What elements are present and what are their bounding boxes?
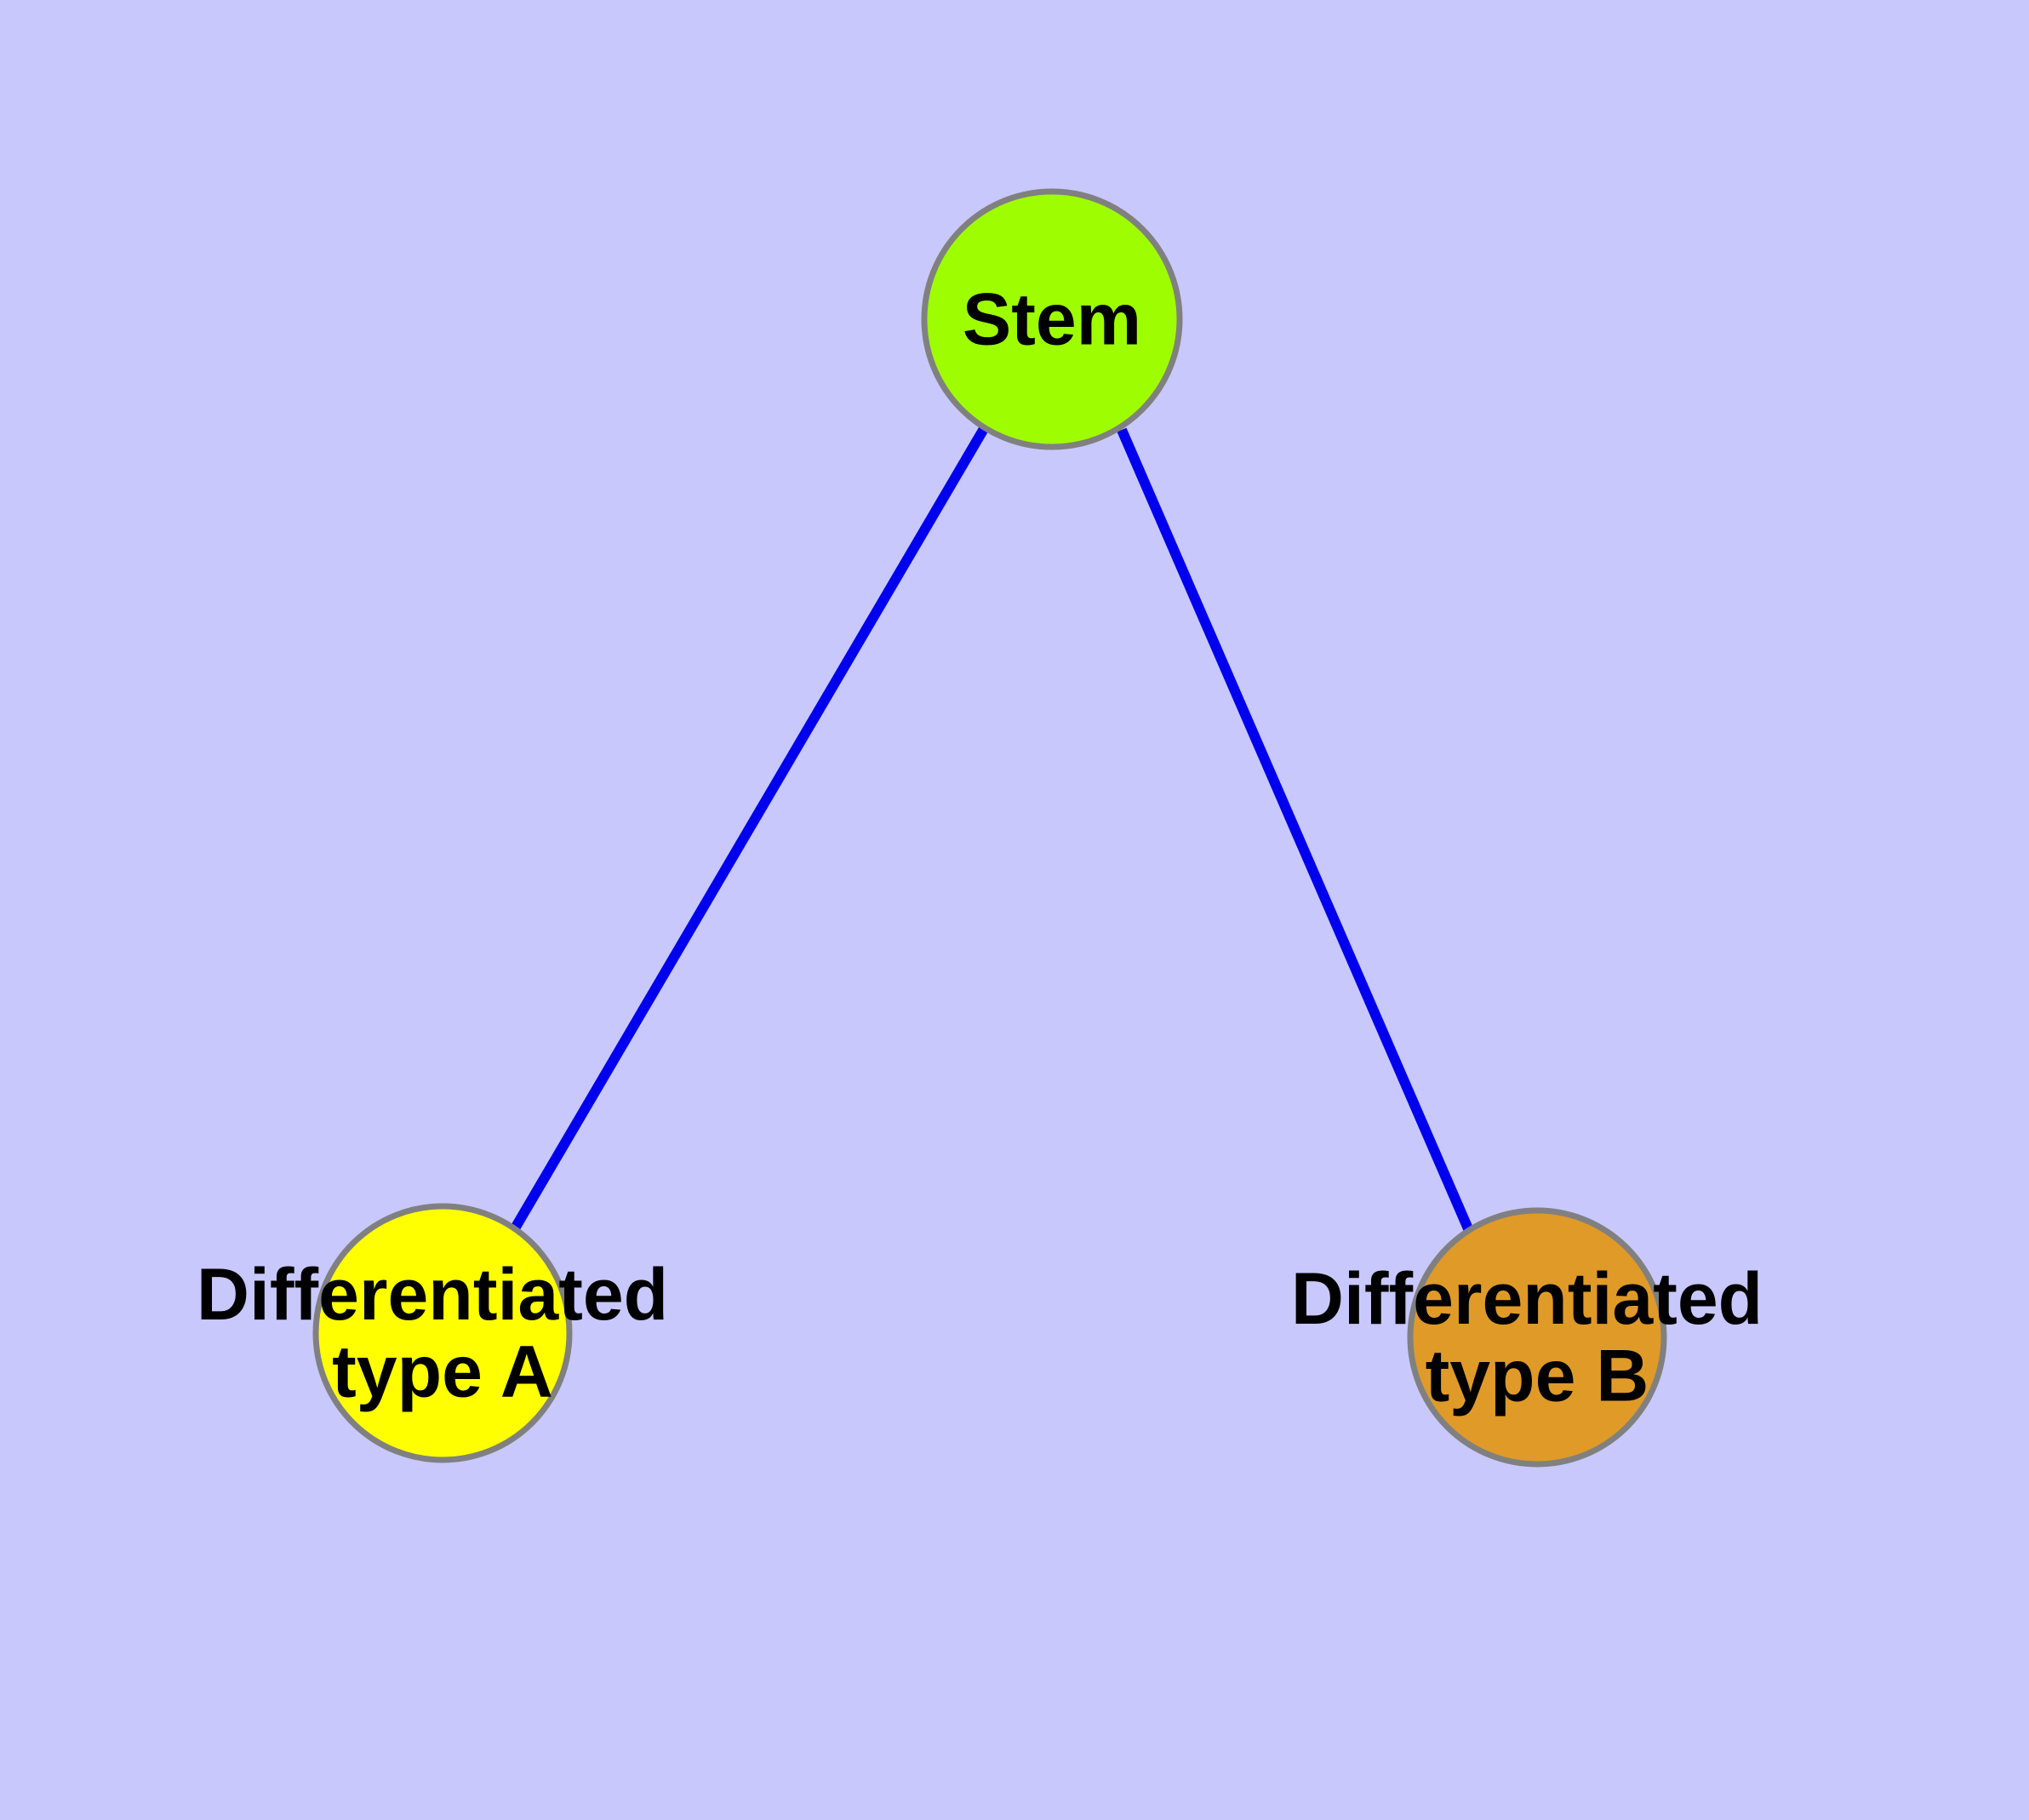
edge-stem-to-differentiated-type-a[interactable]	[510, 424, 990, 1232]
node-differentiated-type-b-label-line-1: Differentiated	[1291, 1258, 1763, 1340]
node-differentiated-type-b-label-line-2: type B	[1426, 1335, 1649, 1417]
edge-stem-to-differentiated-type-b[interactable]	[1117, 427, 1475, 1235]
node-differentiated-type-b-label: Differentiated type B	[1291, 1253, 1783, 1417]
node-differentiated-type-a[interactable]: Differentiated type A	[197, 1203, 689, 1463]
node-differentiated-type-b-circle[interactable]	[1407, 1207, 1667, 1468]
edge-layer	[510, 424, 1475, 1235]
node-differentiated-type-a-label-line-2: type A	[332, 1331, 553, 1412]
node-differentiated-type-b[interactable]: Differentiated type B	[1291, 1207, 1783, 1468]
node-stem-label-line-1: Stem	[963, 278, 1141, 360]
node-stem-circle[interactable]	[921, 188, 1183, 450]
node-differentiated-type-a-circle[interactable]	[312, 1203, 573, 1463]
node-differentiated-type-a-label: Differentiated type A	[197, 1249, 689, 1413]
node-differentiated-type-a-label-line-1: Differentiated	[197, 1254, 668, 1336]
node-stem[interactable]: Stem	[921, 188, 1183, 450]
node-stem-label: Stem	[963, 278, 1141, 360]
node-layer: Stem Differentiated type A Differentiate…	[197, 188, 1783, 1468]
